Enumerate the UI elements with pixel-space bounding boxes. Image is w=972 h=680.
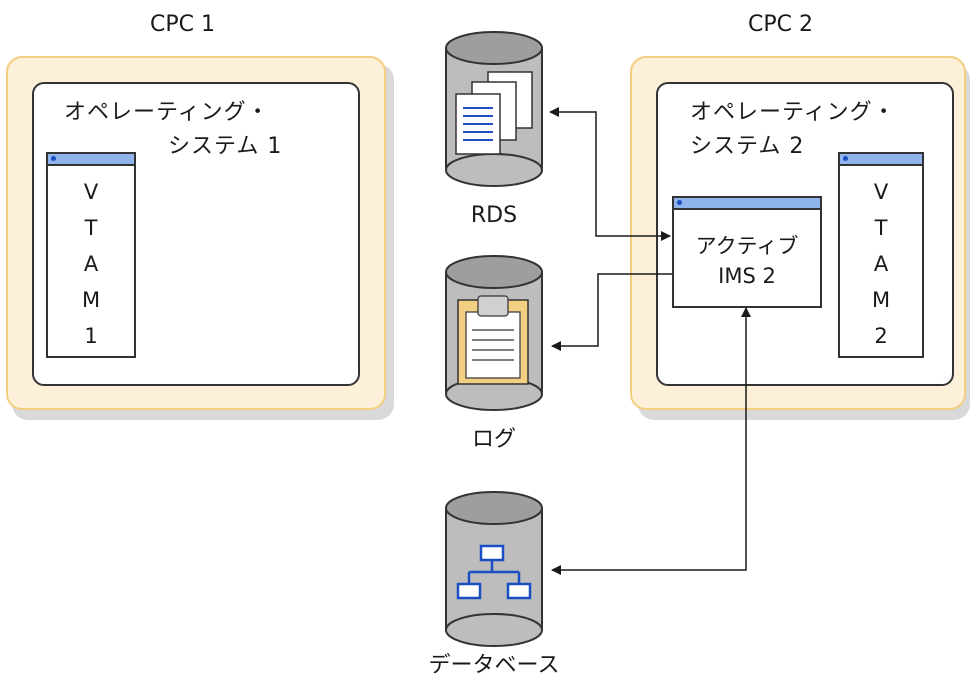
os2-label-line1: オペレーティング・ [690, 100, 896, 125]
window-dot-icon [51, 156, 56, 161]
documents-icon [455, 71, 533, 155]
hierarchy-icon [456, 544, 532, 600]
vtam2-char: T [874, 216, 888, 240]
cpc2-title: CPC 2 [748, 12, 813, 37]
vtam2-char: A [873, 252, 889, 276]
ims2-window: アクティブ IMS 2 [672, 196, 822, 308]
ims-log-connector [551, 273, 672, 351]
vtam1-char: 1 [84, 324, 98, 348]
ims2-label-line2: IMS 2 [718, 264, 776, 288]
database-label: データベース [429, 653, 560, 678]
window-dot-icon [843, 156, 848, 161]
vtam1-window: V T A M 1 [46, 152, 136, 358]
database-cylinder-icon [445, 491, 543, 647]
ims2-label-line1: アクティブ [695, 234, 799, 258]
vtam1-char: T [84, 216, 98, 240]
vtam2-titlebar [840, 154, 922, 166]
os1-label-line2: システム 1 [168, 134, 283, 159]
os2-label-line2: システム 2 [690, 134, 805, 159]
rds-ims-connector [549, 107, 671, 241]
cpc1-title: CPC 1 [150, 12, 215, 37]
vtam2-char: V [873, 180, 889, 204]
vtam2-char: 2 [874, 324, 888, 348]
window-dot-icon [677, 200, 682, 205]
vtam1-char: A [83, 252, 99, 276]
os1-label-line1: オペレーティング・ [64, 100, 270, 125]
database-ims-connector [551, 307, 751, 575]
vtam2-char: M [871, 288, 891, 312]
clipboard-icon [457, 295, 529, 385]
vtam1-titlebar [48, 154, 134, 166]
ims2-titlebar [674, 198, 820, 210]
vtam1-char: V [83, 180, 99, 204]
rds-label: RDS [471, 203, 517, 228]
vtam2-window: V T A M 2 [838, 152, 924, 358]
vtam1-char: M [81, 288, 101, 312]
log-label: ログ [472, 427, 516, 452]
